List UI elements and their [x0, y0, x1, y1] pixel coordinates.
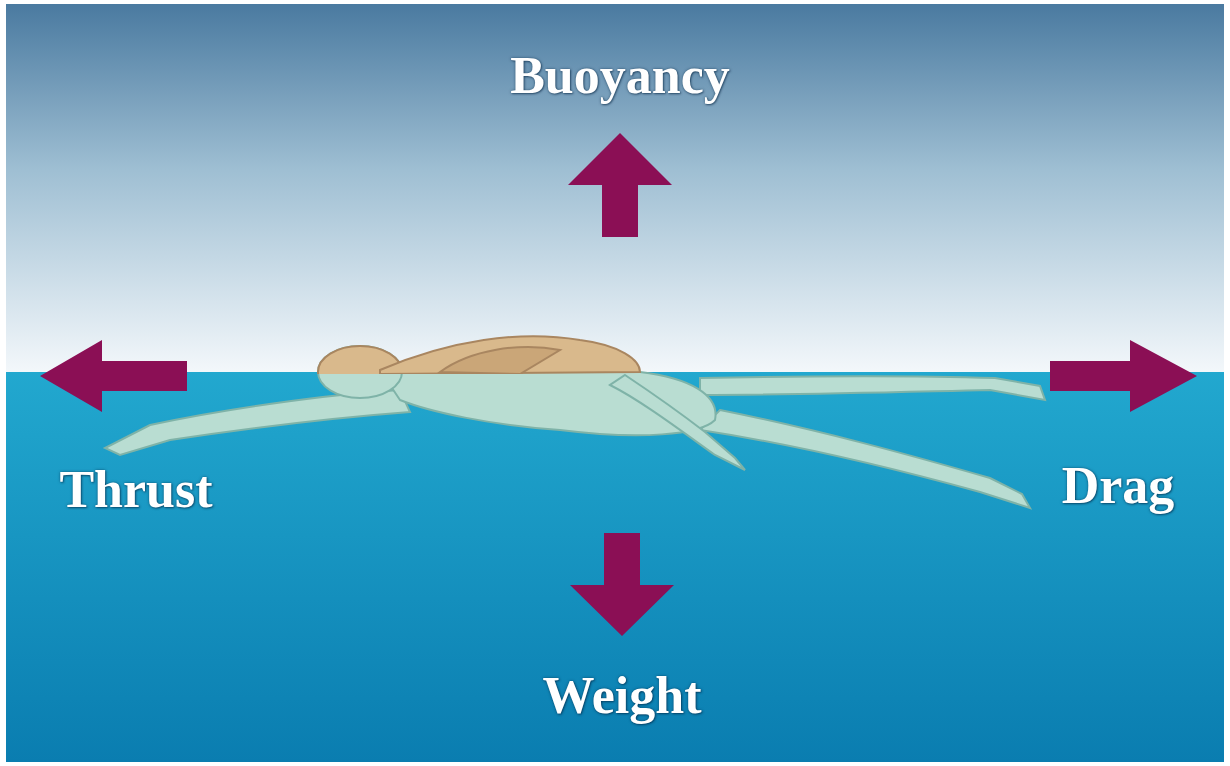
- thrust-arrow: [40, 340, 187, 412]
- force-label: Weight: [543, 670, 702, 722]
- buoyancy-arrow: [568, 133, 672, 237]
- weight-arrow: [570, 533, 674, 636]
- drag-arrow: [1050, 340, 1197, 412]
- sky: [6, 4, 1224, 374]
- force-label: Drag: [1062, 460, 1175, 512]
- force-label: Buoyancy: [510, 50, 730, 102]
- swimmer-upper: [318, 336, 640, 374]
- force-arrows: [40, 133, 1197, 636]
- force-label: Thrust: [59, 464, 212, 516]
